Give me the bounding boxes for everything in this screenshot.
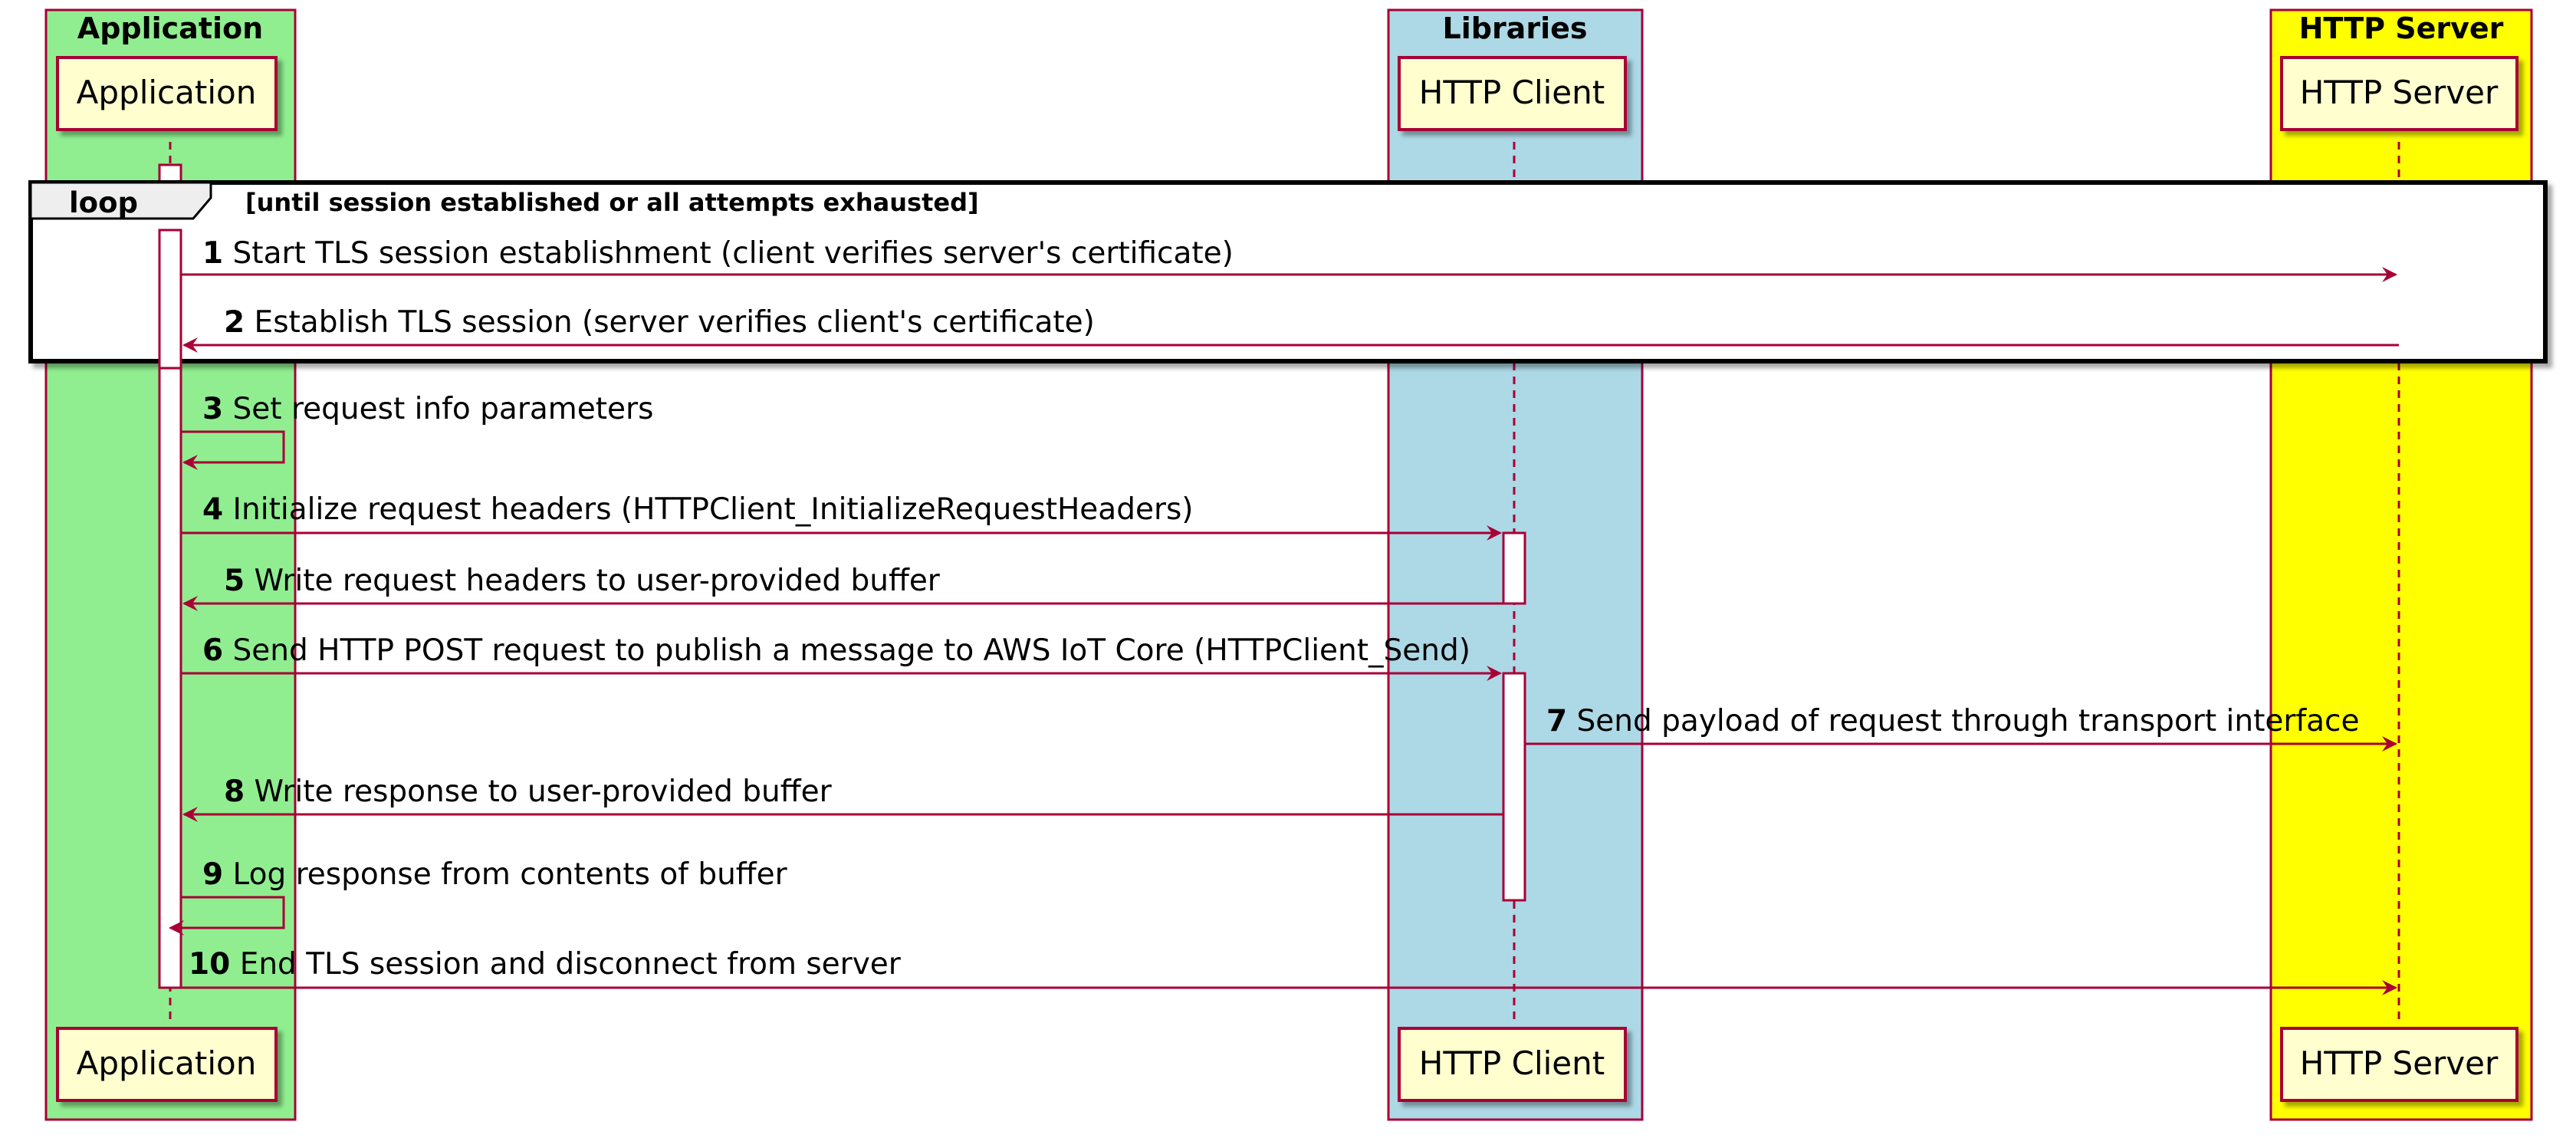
activation-http-client-2	[1502, 672, 1526, 902]
message-label: 10 End TLS session and disconnect from s…	[189, 947, 902, 982]
participant-label: Application	[77, 74, 257, 111]
participant-http-server-top: HTTP Server	[2280, 56, 2518, 131]
message-text: Write response to user-provided buffer	[255, 775, 833, 809]
loop-guard: [until session established or all attemp…	[245, 188, 979, 217]
message-4: 4 Initialize request headers (HTTPClient…	[181, 492, 1502, 541]
message-label: 8 Write response to user-provided buffer	[224, 775, 833, 809]
participant-http-server-bottom: HTTP Server	[2280, 1027, 2518, 1102]
participant-label: HTTP Server	[2300, 74, 2499, 111]
message-text: Write request headers to user-provided b…	[255, 564, 941, 598]
message-text: Send HTTP POST request to publish a mess…	[233, 633, 1470, 668]
group-title-server: HTTP Server	[2299, 12, 2504, 45]
message-text: Send payload of request through transpor…	[1577, 704, 2360, 738]
message-label: 3 Set request info parameters	[202, 392, 653, 426]
message-7: 7 Send payload of request through transp…	[1525, 704, 2397, 752]
message-number: 8	[224, 775, 245, 809]
loop-frame	[28, 180, 2548, 363]
message-label: 5 Write request headers to user-provided…	[224, 564, 941, 598]
participant-application-bottom: Application	[56, 1027, 278, 1102]
message-label: 4 Initialize request headers (HTTPClient…	[202, 492, 1194, 527]
message-text: Initialize request headers (HTTPClient_I…	[233, 492, 1194, 527]
message-8: 8 Write response to user-provided buffer	[182, 775, 1503, 822]
message-number: 3	[202, 392, 223, 426]
message-number: 6	[202, 633, 223, 668]
message-number: 9	[202, 857, 223, 892]
participant-http-client-top: HTTP Client	[1398, 56, 1627, 131]
message-text: Start TLS session establishment (client …	[233, 236, 1234, 271]
message-label: 1 Start TLS session establishment (clien…	[202, 236, 1234, 271]
message-5: 5 Write request headers to user-provided…	[182, 564, 1503, 611]
message-number: 4	[202, 492, 223, 527]
participant-label: HTTP Server	[2300, 1044, 2499, 1082]
message-text: Set request info parameters	[233, 392, 654, 426]
message-number: 1	[202, 236, 223, 271]
message-label: 7 Send payload of request through transp…	[1546, 704, 2359, 738]
message-label: 6 Send HTTP POST request to publish a me…	[202, 633, 1470, 668]
message-arrow	[169, 896, 285, 936]
message-text: End TLS session and disconnect from serv…	[240, 947, 902, 982]
participant-http-client-bottom: HTTP Client	[1398, 1027, 1627, 1102]
participant-label: HTTP Client	[1419, 74, 1605, 111]
message-6: 6 Send HTTP POST request to publish a me…	[181, 633, 1502, 681]
loop-fragment: loop [until session established or all a…	[28, 180, 2548, 363]
message-2: 2 Establish TLS session (server verifies…	[182, 305, 2399, 353]
message-10: 10 End TLS session and disconnect from s…	[181, 947, 2397, 995]
loop-tab	[29, 181, 212, 220]
message-number: 2	[224, 305, 245, 340]
activation-http-client-1	[1502, 531, 1526, 605]
message-text: Establish TLS session (server verifies c…	[255, 305, 1095, 340]
group-title-application: Application	[77, 12, 263, 45]
message-9: 9 Log response from contents of buffer	[169, 857, 788, 936]
participant-application-top: Application	[56, 56, 278, 131]
group-title-libraries: Libraries	[1443, 12, 1588, 45]
participant-label: HTTP Client	[1419, 1044, 1605, 1082]
message-number: 10	[189, 947, 230, 982]
message-number: 7	[1546, 704, 1567, 738]
message-text: Log response from contents of buffer	[233, 857, 788, 892]
message-1: 1 Start TLS session establishment (clien…	[158, 229, 2397, 370]
message-label: 9 Log response from contents of buffer	[202, 857, 788, 892]
group-server: HTTP Server	[2269, 8, 2533, 1121]
message-3: 3 Set request info parameters	[181, 392, 653, 470]
loop-operator: loop	[69, 186, 138, 219]
message-arrow	[181, 430, 285, 470]
message-label: 2 Establish TLS session (server verifies…	[224, 305, 1095, 340]
participant-label: Application	[77, 1044, 257, 1082]
activation-application-in-loop	[158, 229, 182, 370]
message-number: 5	[224, 564, 245, 598]
